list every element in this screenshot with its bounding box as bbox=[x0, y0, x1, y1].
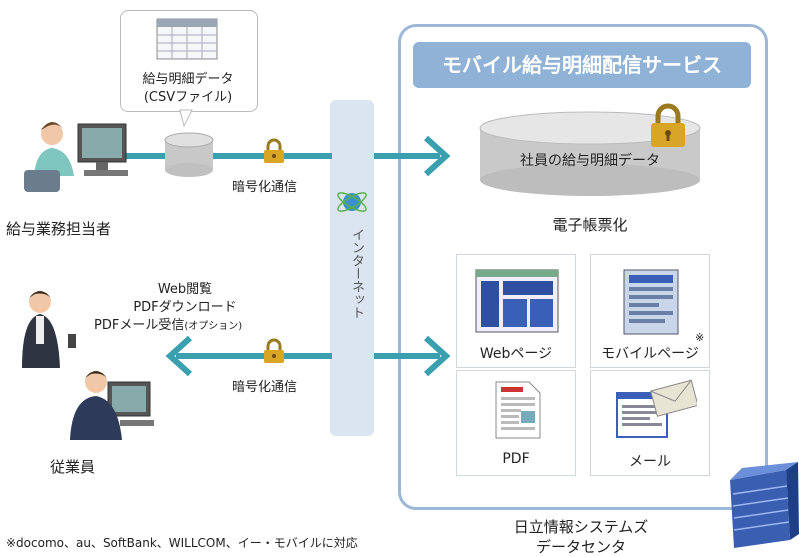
arrow-head-employees bbox=[165, 335, 193, 377]
lock-icon-bottom bbox=[264, 338, 284, 363]
datacenter-name: 日立情報システムズ bbox=[513, 518, 649, 536]
mobile-page-card: ※ モバイルページ bbox=[590, 254, 710, 368]
footnote: ※docomo、au、SoftBank、WILLCOM、イー・モバイルに対応 bbox=[6, 536, 358, 550]
payroll-staff-label: 給与業務担当者 bbox=[6, 220, 112, 238]
csv-title: 給与明細データ bbox=[142, 72, 234, 87]
mobile-page-label: モバイルページ bbox=[601, 346, 699, 362]
arrow-head-outputs bbox=[423, 335, 451, 377]
employee-phone-icon bbox=[22, 291, 76, 368]
web-page-card: Webページ bbox=[456, 254, 576, 368]
employee-label: 従業員 bbox=[50, 458, 96, 476]
globe-icon bbox=[337, 192, 367, 212]
data-center-frame bbox=[398, 24, 768, 510]
internet-column bbox=[330, 100, 374, 436]
datacenter-building-icon bbox=[730, 462, 799, 548]
spreadsheet-icon bbox=[156, 18, 218, 60]
feature-web: Web閲覧 bbox=[157, 282, 213, 297]
pdf-icon bbox=[495, 381, 541, 439]
feature-pdf-download: PDFダウンロード bbox=[133, 300, 237, 315]
mail-icon bbox=[616, 379, 697, 438]
pdf-label: PDF bbox=[502, 451, 530, 467]
service-title: モバイル給与明細配信サービス bbox=[413, 42, 751, 88]
payroll-staff-icon bbox=[24, 122, 128, 192]
callout-pointer bbox=[179, 109, 193, 128]
pdf-card: PDF bbox=[456, 370, 576, 476]
feature-pdf-mail: PDFメール受信(オプション) bbox=[94, 318, 243, 333]
mail-label: メール bbox=[629, 454, 671, 470]
employee-pc-icon bbox=[70, 371, 154, 440]
csv-storage-icon bbox=[164, 132, 214, 177]
datacenter-subtitle: データセンタ bbox=[535, 538, 626, 556]
web-page-icon bbox=[475, 269, 559, 333]
encrypted-label-top: 暗号化通信 bbox=[232, 180, 298, 195]
encrypted-label-bottom: 暗号化通信 bbox=[232, 380, 298, 395]
web-page-label: Webページ bbox=[479, 346, 553, 362]
mobile-footnote-mark: ※ bbox=[695, 331, 705, 344]
electronic-form-label: 電子帳票化 bbox=[552, 216, 628, 234]
mobile-page-icon bbox=[623, 269, 679, 335]
arrow-head-database bbox=[423, 135, 451, 177]
lock-icon-top bbox=[264, 138, 284, 163]
mail-card: メール bbox=[590, 370, 710, 476]
lock-icon-database bbox=[651, 103, 685, 147]
csv-subtitle: (CSVファイル) bbox=[143, 90, 233, 105]
internet-label: インターネット bbox=[349, 228, 364, 319]
database-label: 社員の給与明細データ bbox=[520, 153, 660, 169]
